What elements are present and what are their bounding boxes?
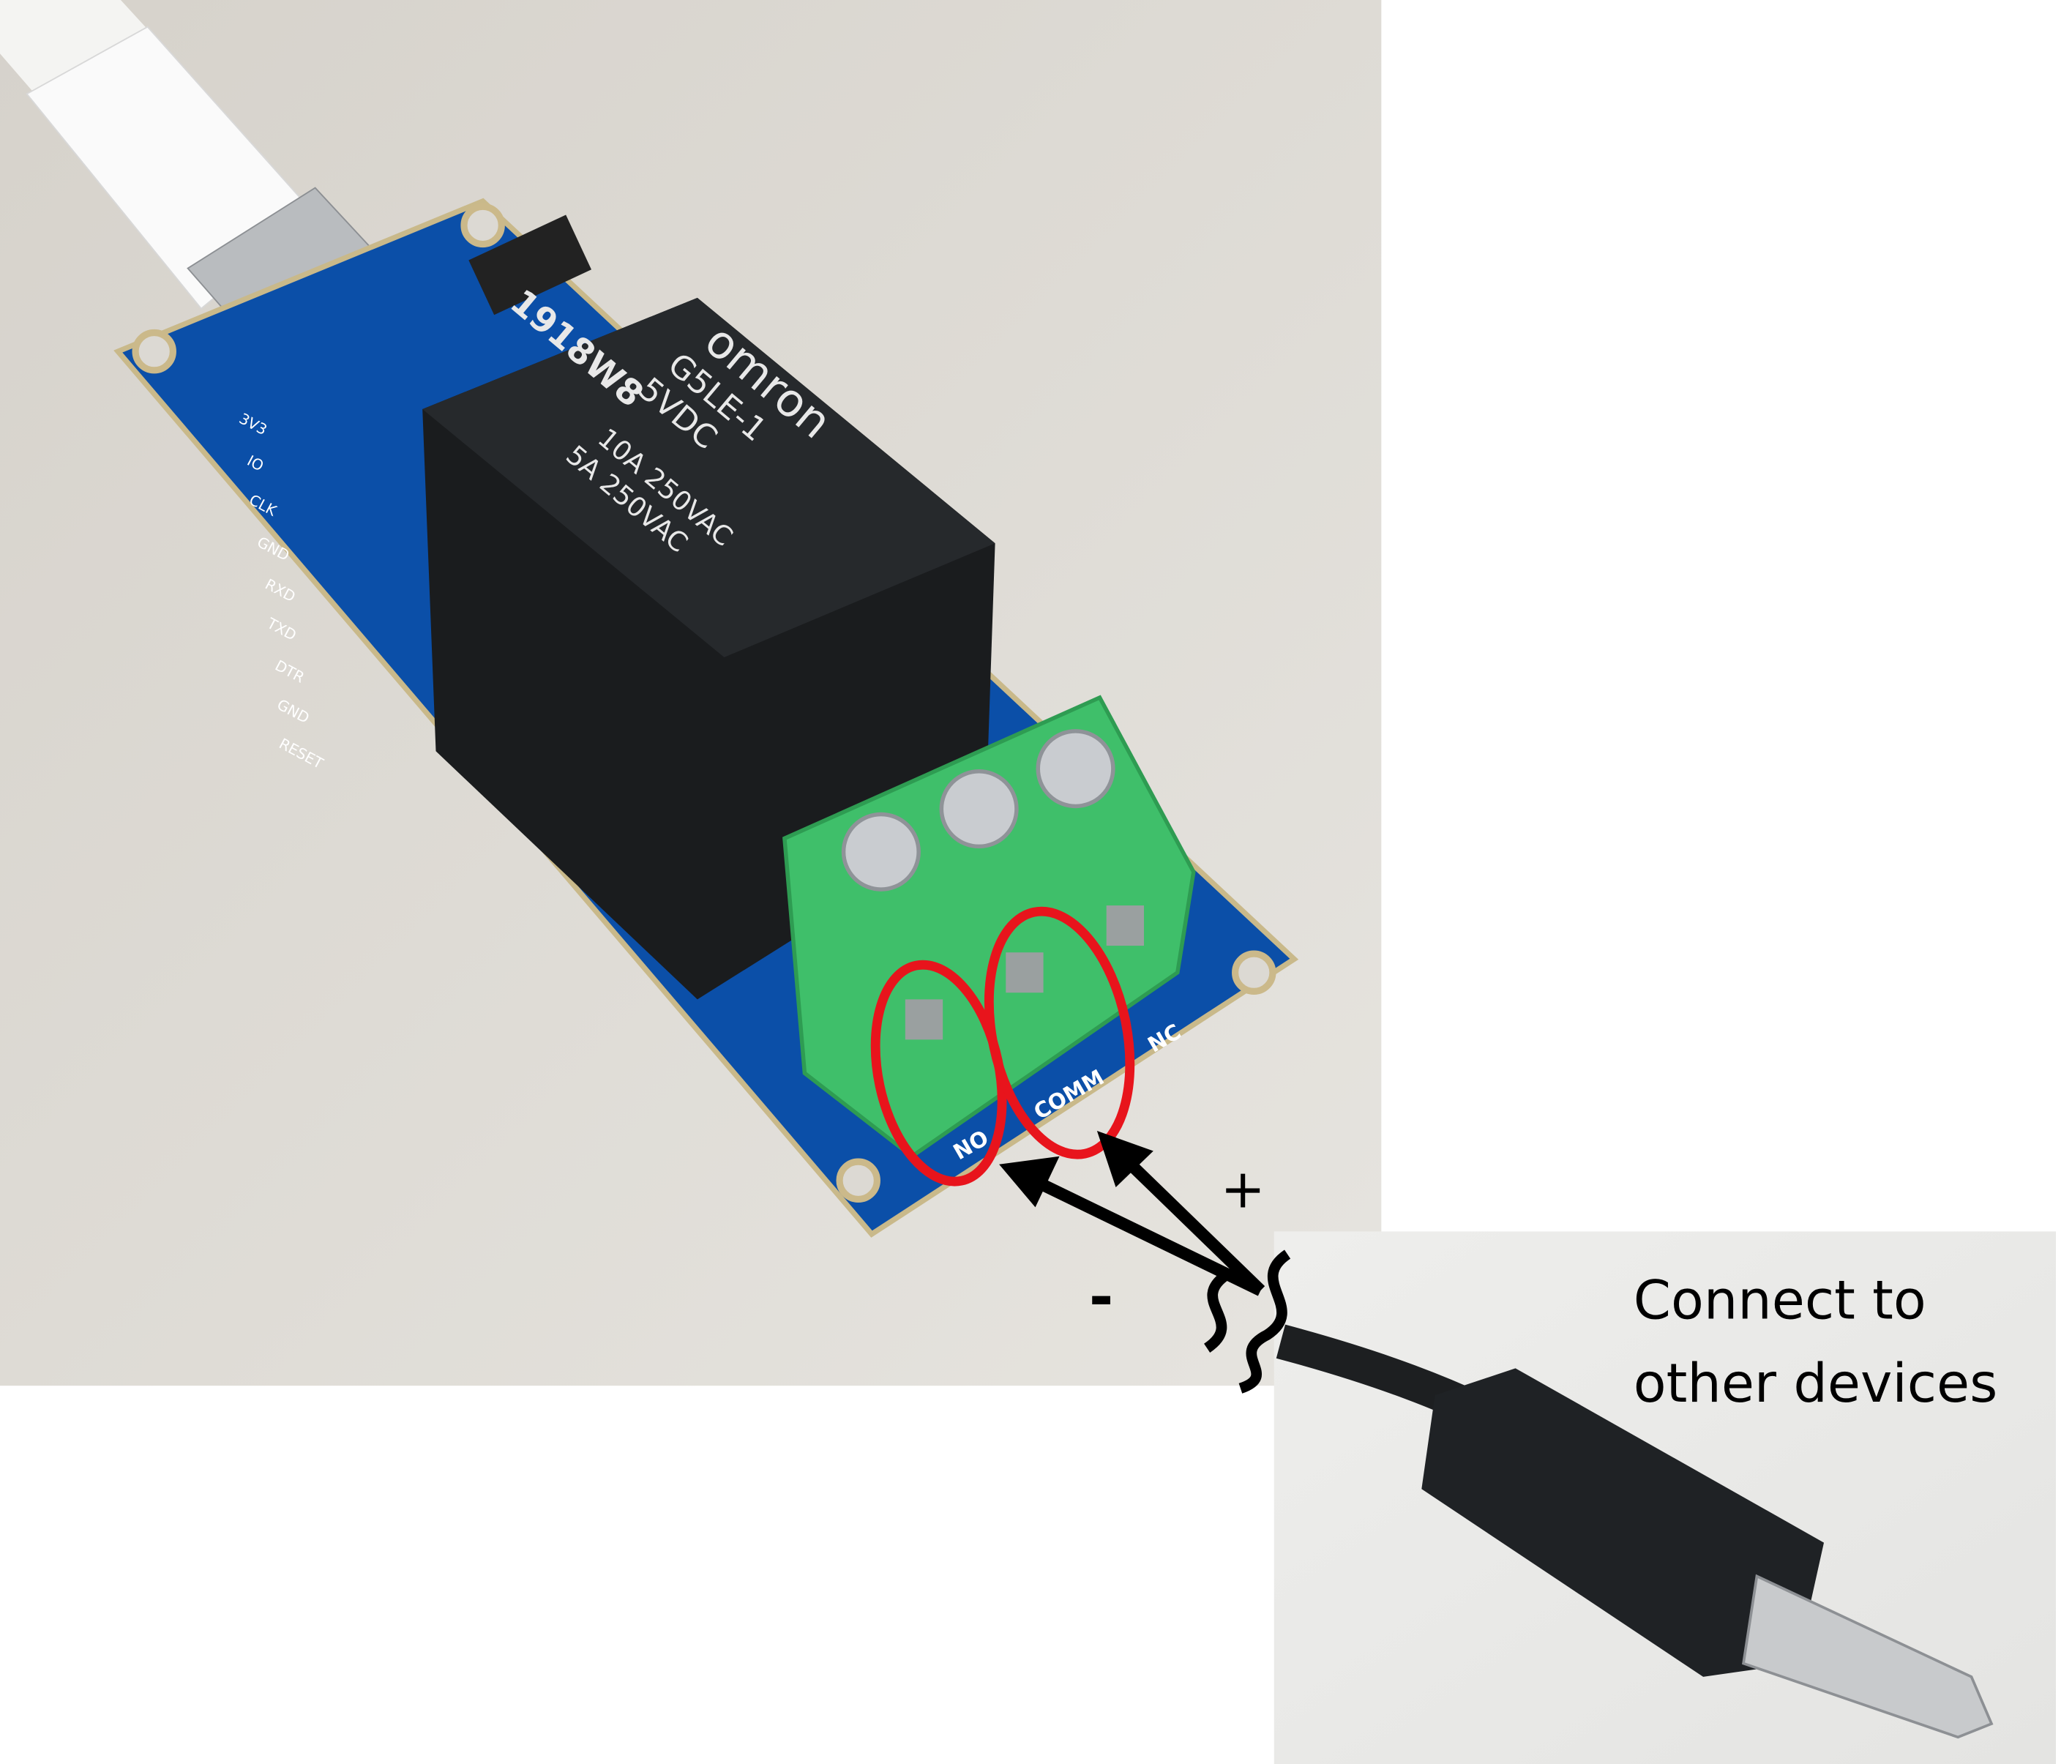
terminal-slot	[905, 999, 943, 1040]
caption-line-1: Connect to	[1634, 1270, 1926, 1332]
jack-plug-body	[1421, 1368, 1825, 1677]
highlight-comm-terminal	[984, 906, 1135, 1159]
jack-plug-tip	[1742, 1574, 1994, 1739]
arrow-plus-head	[1096, 1130, 1153, 1187]
mount-hole	[1232, 950, 1276, 995]
caption-line-2: other devices	[1634, 1353, 1997, 1415]
screw-icon	[841, 812, 921, 892]
arrow-plus	[1122, 1156, 1265, 1295]
annotations: + -	[870, 906, 1291, 1394]
screw-icon	[939, 769, 1019, 849]
cable-break-icon	[1203, 1269, 1230, 1353]
terminal-slot	[1106, 905, 1145, 946]
mount-hole	[460, 203, 505, 248]
arrow-minus-head	[999, 1156, 1060, 1208]
mount-hole	[132, 329, 176, 374]
terminal-slot	[1006, 952, 1044, 993]
relay-top	[422, 297, 995, 658]
audio-jack-photo: Connect to other devices	[1274, 1231, 2057, 1764]
screw-terminal	[782, 695, 1196, 1159]
board-photo: 3V3 IO CLK GND RXD TXD DTR GND RESET omr…	[0, 0, 1382, 1386]
minus-label: -	[1089, 1263, 1113, 1332]
plus-label: +	[1220, 1158, 1265, 1220]
mount-hole	[836, 1158, 880, 1203]
pin-header	[468, 214, 592, 315]
screw-icon	[1036, 729, 1115, 809]
cable-break-icon	[1238, 1249, 1291, 1394]
